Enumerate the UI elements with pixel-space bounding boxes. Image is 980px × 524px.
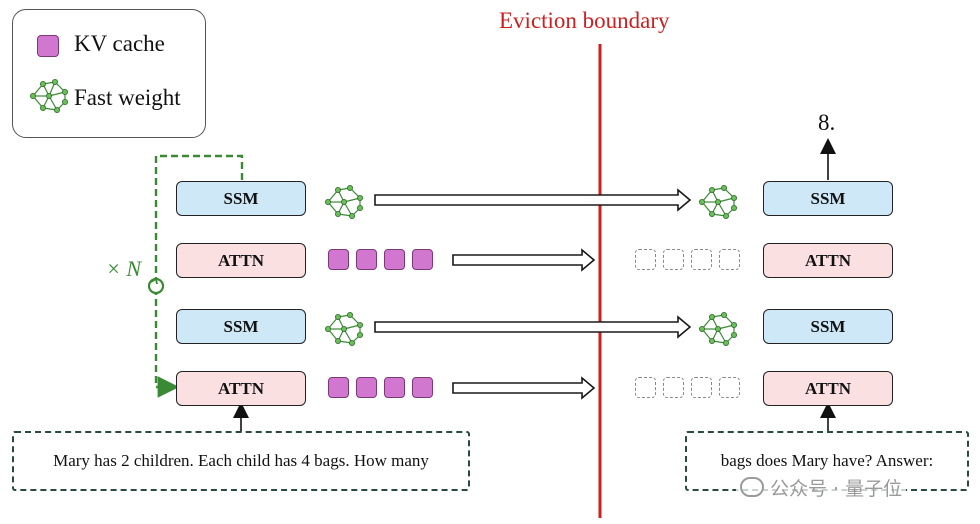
kv-cache-cell <box>356 377 377 398</box>
evicted-kv-cell <box>663 249 684 270</box>
fast-weight-icon-left-bottom <box>324 311 364 347</box>
kv-cache-cell <box>412 377 433 398</box>
right-attn-block-2: ATTN <box>763 371 893 406</box>
prompt-box-left: Mary has 2 children. Each child has 4 ba… <box>12 431 470 491</box>
prompt-text-left: Mary has 2 children. Each child has 4 ba… <box>53 451 429 470</box>
prompt-text-right: bags does Mary have? Answer: <box>720 451 934 470</box>
attn-transfer-arrow-bottom <box>452 376 596 400</box>
right-ssm-block-2: SSM <box>763 309 893 344</box>
fast-weight-icon-right-bottom <box>698 311 738 347</box>
watermark: 公众号 · 量子位 <box>736 474 907 501</box>
kv-cache-cell <box>356 249 377 270</box>
ssm-transfer-arrow-bottom <box>374 315 692 339</box>
evicted-kv-cell <box>691 377 712 398</box>
legend: KV cache Fast weight <box>12 9 206 138</box>
evicted-kv-cell <box>663 377 684 398</box>
fast-weight-icon-left-top <box>325 185 364 219</box>
wechat-icon <box>740 477 764 497</box>
fast-weight-icon-right-top <box>698 184 738 220</box>
legend-fast-weight-label: Fast weight <box>74 85 181 110</box>
loop-count-label: × N <box>106 256 142 281</box>
kv-cache-cell <box>328 249 349 270</box>
kv-cache-cell <box>412 249 433 270</box>
fast-weight-network-icon <box>30 79 69 113</box>
left-attn-block-1: ATTN <box>176 243 306 278</box>
evicted-kv-cell <box>635 377 656 398</box>
output-token: 8. <box>818 110 836 135</box>
attn-transfer-arrow-top <box>452 248 596 272</box>
left-attn-block-2: ATTN <box>176 371 306 406</box>
loop-refresh-icon <box>147 277 165 295</box>
right-attn-block-1: ATTN <box>763 243 893 278</box>
kv-cache-cell <box>384 249 405 270</box>
transfer-arrows <box>374 188 692 400</box>
legend-kv-cache-label: KV cache <box>74 31 165 56</box>
left-ssm-block-1: SSM <box>176 181 306 216</box>
evicted-kv-cell <box>719 249 740 270</box>
eviction-boundary-label: Eviction boundary <box>499 8 670 33</box>
right-ssm-block-1: SSM <box>763 181 893 216</box>
left-ssm-block-2: SSM <box>176 309 306 344</box>
evicted-kv-cell <box>635 249 656 270</box>
kv-cache-swatch <box>37 35 59 57</box>
evicted-kv-cell <box>691 249 712 270</box>
kv-cache-cell <box>328 377 349 398</box>
watermark-text: 公众号 · 量子位 <box>770 478 903 500</box>
kv-cache-cell <box>384 377 405 398</box>
ssm-transfer-arrow-top <box>374 188 692 212</box>
loop-path <box>154 154 244 398</box>
evicted-kv-cell <box>719 377 740 398</box>
